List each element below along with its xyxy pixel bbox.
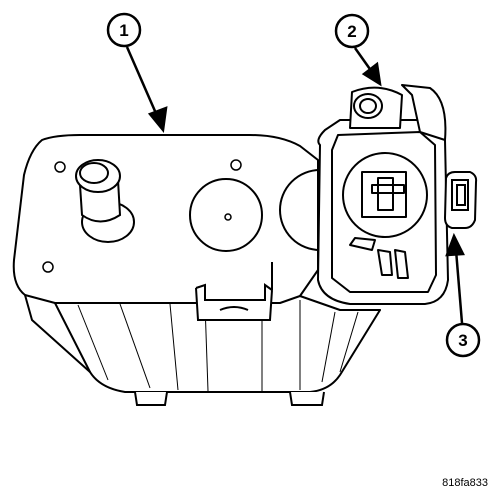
callout-2-number: 2: [347, 22, 356, 41]
canister-body: [12, 134, 381, 393]
top-boss: [189, 178, 263, 252]
vapor-port: [75, 159, 135, 243]
callout-1: 1: [106, 12, 142, 48]
leader-line-2: [353, 47, 374, 73]
callout-3: 3: [445, 322, 481, 358]
callout-3-number: 3: [458, 331, 467, 350]
figure-id: 818fa833: [442, 477, 488, 489]
purge-valve: [279, 84, 449, 305]
arrowhead-3: [445, 232, 465, 257]
callout-1-number: 1: [119, 21, 128, 40]
housing-ribs: [77, 300, 359, 392]
mounting-feet: [134, 391, 325, 406]
arrowhead-2: [361, 61, 382, 87]
callout-2: 2: [334, 13, 370, 49]
leader-line-3: [454, 249, 464, 324]
arrowhead-1: [147, 106, 168, 134]
front-bracket: [195, 262, 273, 321]
mounting-holes: [42, 159, 242, 273]
electrical-connector: [443, 171, 478, 229]
leader-line-1: [125, 46, 160, 119]
leader-lines: [125, 46, 465, 324]
